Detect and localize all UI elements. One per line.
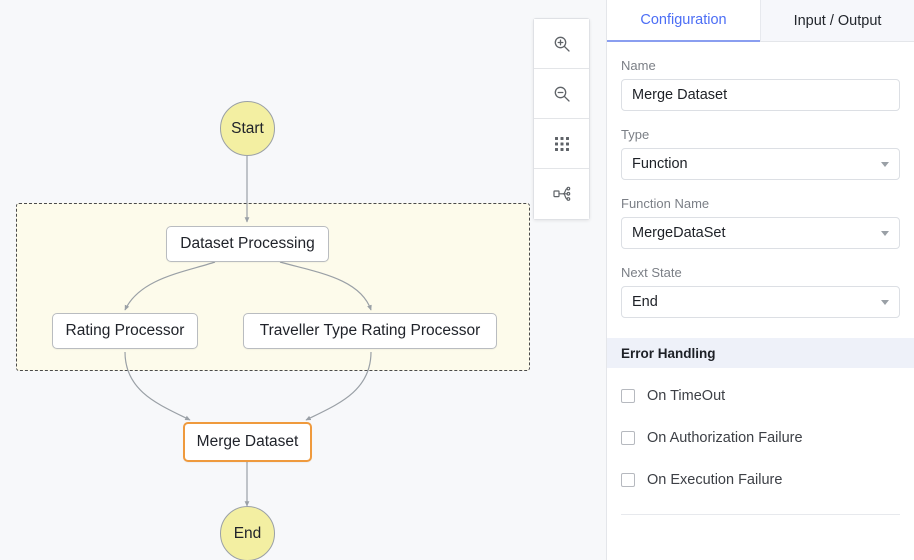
- panel-body: Name Merge Dataset Type Function Functio…: [607, 58, 914, 515]
- flow-node-label: End: [233, 524, 262, 542]
- field-function-name: Function Name MergeDataSet: [607, 196, 914, 249]
- flow-edges: [124, 156, 372, 507]
- flow-node-merge-dataset[interactable]: Merge Dataset: [183, 422, 312, 462]
- hierarchy-layout-icon: [552, 184, 572, 204]
- zoom-in-button[interactable]: [534, 19, 589, 69]
- field-next-state: Next State End: [607, 265, 914, 318]
- grid-button[interactable]: [534, 119, 589, 169]
- checkbox-row-on-timeout[interactable]: On TimeOut: [607, 382, 914, 410]
- checkbox-on-authorization-failure[interactable]: [621, 431, 635, 445]
- error-handling-header: Error Handling: [607, 338, 914, 368]
- function-name-select-value: MergeDataSet: [632, 225, 726, 241]
- chevron-down-icon: [881, 300, 889, 305]
- chevron-down-icon: [881, 231, 889, 236]
- checkbox-on-execution-failure[interactable]: [621, 473, 635, 487]
- type-select[interactable]: Function: [621, 148, 900, 180]
- flow-node-dataset-processing[interactable]: Dataset Processing: [166, 226, 329, 262]
- flow-node-label: Start: [231, 119, 264, 137]
- field-label-next-state: Next State: [621, 265, 682, 280]
- panel-divider: [621, 514, 900, 515]
- zoom-in-icon: [552, 34, 572, 54]
- field-label-name: Name: [621, 58, 656, 73]
- name-input[interactable]: Merge Dataset: [621, 79, 900, 111]
- panel-tabs: Configuration Input / Output: [607, 0, 914, 42]
- error-handling-title: Error Handling: [621, 345, 716, 361]
- type-select-value: Function: [632, 156, 688, 172]
- next-state-select[interactable]: End: [621, 286, 900, 318]
- checkbox-on-timeout[interactable]: [621, 389, 635, 403]
- tab-label: Configuration: [640, 12, 727, 28]
- checkbox-label: On Authorization Failure: [647, 430, 803, 446]
- flow-canvas[interactable]: Start Dataset Processing Rating Processo…: [0, 0, 606, 560]
- tab-label: Input / Output: [793, 12, 882, 29]
- flow-node-start[interactable]: Start: [220, 101, 275, 156]
- field-label-type: Type: [621, 127, 650, 142]
- flow-node-end[interactable]: End: [220, 506, 275, 560]
- field-label-function-name: Function Name: [621, 196, 710, 211]
- name-input-value: Merge Dataset: [632, 87, 728, 103]
- properties-panel: Configuration Input / Output Name Merge …: [606, 0, 914, 560]
- flow-node-traveller-type-rating-processor[interactable]: Traveller Type Rating Processor: [243, 313, 497, 349]
- grid-icon: [553, 135, 571, 153]
- flow-node-rating-processor[interactable]: Rating Processor: [52, 313, 198, 349]
- auto-layout-button[interactable]: [534, 169, 589, 219]
- flow-node-label: Rating Processor: [65, 322, 185, 339]
- zoom-out-icon: [552, 84, 572, 104]
- checkbox-label: On TimeOut: [647, 388, 726, 404]
- checkbox-row-on-execution-failure[interactable]: On Execution Failure: [607, 466, 914, 494]
- flow-node-label: Dataset Processing: [180, 235, 315, 252]
- checkbox-row-on-authorization-failure[interactable]: On Authorization Failure: [607, 424, 914, 452]
- checkbox-label: On Execution Failure: [647, 472, 783, 488]
- canvas-toolbar: [533, 18, 590, 220]
- tab-configuration[interactable]: Configuration: [607, 0, 760, 42]
- function-name-select[interactable]: MergeDataSet: [621, 217, 900, 249]
- tab-input-output[interactable]: Input / Output: [760, 0, 914, 42]
- field-type: Type Function: [607, 127, 914, 180]
- zoom-out-button[interactable]: [534, 69, 589, 119]
- flow-node-label: Traveller Type Rating Processor: [259, 322, 481, 339]
- field-name: Name Merge Dataset: [607, 58, 914, 111]
- chevron-down-icon: [881, 162, 889, 167]
- flow-node-label: Merge Dataset: [196, 433, 299, 450]
- next-state-select-value: End: [632, 294, 658, 310]
